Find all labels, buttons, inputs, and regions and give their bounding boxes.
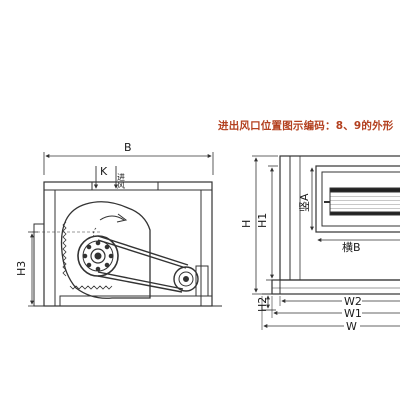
diagram-caption: 进出风口位置图示编码：8、9的外形 (218, 120, 394, 132)
label-h1: H1 (256, 213, 269, 228)
dimension-h (252, 155, 278, 295)
dimension-h2 (262, 295, 276, 311)
label-front-b: 横B (342, 240, 361, 254)
outlet-opening (315, 165, 400, 233)
label-inlet: 进风 (117, 173, 126, 190)
label-w2-bg (342, 295, 362, 306)
dimension-b (43, 152, 214, 175)
label-w-bg (344, 320, 360, 331)
label-w1-bg (342, 307, 362, 318)
label-h2: H2 (256, 297, 269, 312)
side-view (28, 152, 222, 307)
dimension-w1 (271, 296, 400, 318)
dimension-w2 (279, 296, 400, 306)
label-w1: W1 (344, 307, 362, 320)
scroll-housing (60, 201, 151, 299)
label-b: B (124, 141, 132, 154)
label-w: W (346, 320, 357, 333)
front-view (252, 155, 400, 330)
motor-pulley (173, 266, 199, 292)
drive-belt (97, 235, 189, 293)
label-h3: H3 (15, 261, 28, 276)
label-k: K (100, 165, 108, 178)
fan-wheel (329, 191, 400, 213)
label-w2: W2 (344, 295, 362, 308)
front-base (271, 279, 400, 295)
dimension-h3 (28, 231, 100, 307)
dimension-h1 (266, 165, 280, 281)
label-a: 竖A (298, 193, 311, 212)
side-casing (43, 181, 213, 307)
rotation-arrow (99, 215, 125, 221)
front-casing (279, 155, 400, 281)
label-h: H (240, 220, 253, 228)
dimension-w (261, 296, 400, 330)
label-b-bg (340, 241, 366, 254)
fan-pulley (77, 235, 119, 277)
